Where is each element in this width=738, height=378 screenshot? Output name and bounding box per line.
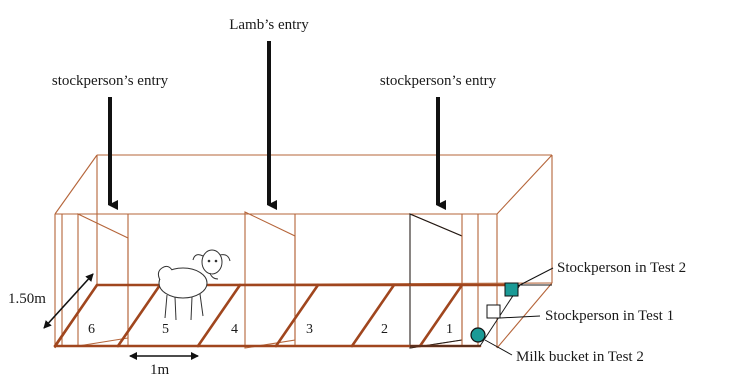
stockperson-test2-label: Stockperson in Test 2 (557, 260, 686, 276)
section-3: 3 (306, 322, 313, 337)
milk-bucket-label: Milk bucket in Test 2 (516, 349, 644, 365)
lamb-icon (157, 249, 231, 321)
section-1: 1 (446, 322, 453, 337)
stockperson-test1-label: Stockperson in Test 1 (545, 308, 674, 324)
height-dimension-label: 1.50m (8, 291, 46, 307)
stockperson-test1-marker (486, 304, 501, 319)
stockperson-entry-left-label: stockperson’s entry (52, 73, 169, 89)
height-dimension-arrow (43, 273, 94, 329)
stockperson-entry-right-label: stockperson’s entry (380, 73, 497, 89)
width-dimension-label: 1m (150, 362, 170, 378)
section-2: 2 (381, 322, 388, 337)
stockperson-test2-leader (517, 267, 554, 287)
lamb-entry-label: Lamb’s entry (229, 17, 309, 33)
stockperson-test1-leader (499, 315, 541, 319)
section-5: 5 (162, 322, 169, 337)
section-4: 4 (231, 322, 238, 337)
gates (61, 211, 479, 349)
section-6: 6 (88, 322, 95, 337)
stockperson-test2-marker (504, 282, 519, 297)
milk-bucket-marker (470, 327, 486, 343)
milk-bucket-leader (484, 339, 513, 356)
